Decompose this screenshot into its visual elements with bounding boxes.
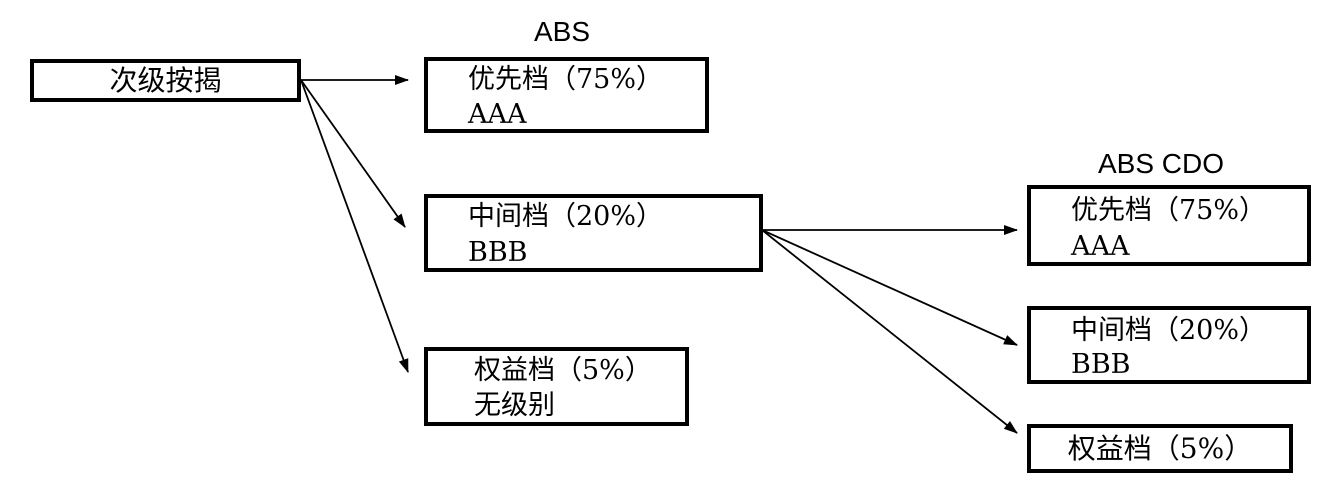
abs-senior-rating: AAA: [468, 99, 527, 130]
abs-title: ABS: [534, 16, 591, 47]
cdo-mezzanine-box: 中间档（20%） BBB: [1027, 306, 1311, 384]
cdo-equity-box: 权益档（5%）: [1027, 424, 1293, 473]
abs-mezzanine-tranche: 中间档（20%）: [468, 201, 664, 232]
arrow-source-to-abs-equity: [300, 79, 409, 373]
arrow-source-to-abs-mezzanine: [300, 79, 406, 228]
cdo-senior-rating: AAA: [1071, 231, 1130, 262]
abs-senior-box: 优先档（75%） AAA: [424, 57, 709, 133]
cdo-senior-box: 优先档（75%） AAA: [1027, 185, 1311, 266]
cdo-equity-tranche: 权益档（5%）: [1067, 432, 1253, 465]
source-box: 次级按揭: [30, 59, 301, 102]
arrow-mezz-to-cdo-equity: [761, 229, 1018, 434]
abs-mezzanine-box: 中间档（20%） BBB: [424, 194, 763, 272]
abs-equity-rating: 无级别: [474, 390, 555, 421]
cdo-senior-tranche: 优先档（75%）: [1071, 195, 1267, 226]
abs-senior-tranche: 优先档（75%）: [468, 64, 664, 95]
cdo-mezzanine-tranche: 中间档（20%）: [1071, 315, 1267, 346]
cdo-mezzanine-rating: BBB: [1071, 349, 1131, 380]
abs-equity-tranche: 权益档（5%）: [474, 355, 652, 386]
abs-cdo-title: ABS CDO: [1098, 148, 1225, 179]
abs-mezzanine-rating: BBB: [468, 237, 528, 268]
arrow-mezz-to-cdo-mezzanine: [761, 229, 1018, 346]
abs-equity-box: 权益档（5%） 无级别: [424, 347, 689, 426]
source-label: 次级按揭: [109, 64, 222, 97]
